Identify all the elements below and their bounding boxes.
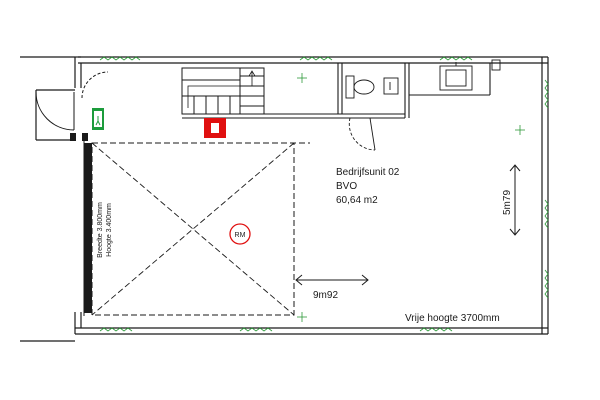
outer-walls xyxy=(20,56,549,342)
door-height-label: Hoogte 3.400mm xyxy=(106,203,113,257)
door-size-labels: Breedte 3.800mm Hoogte 3.400mm xyxy=(97,202,113,258)
clear-height-label: Vrije hoogte 3700mm xyxy=(405,313,500,324)
interior-walls xyxy=(182,63,491,119)
exit-sign-icon xyxy=(92,108,104,130)
staircase xyxy=(181,67,265,115)
insulation-marks xyxy=(99,56,549,332)
door-width-label: Breedte 3.800mm xyxy=(97,202,104,258)
unit-name: Bedrijfsunit 02 xyxy=(336,167,400,178)
depth-label: 5m79 xyxy=(502,190,513,215)
fire-hose-icon xyxy=(204,118,226,138)
depth-dimension-arrow xyxy=(509,164,521,236)
unit-area-type: BVO xyxy=(336,181,357,192)
roller-door-marker: RM xyxy=(229,223,251,245)
toilet-door xyxy=(348,117,376,151)
unit-area: 60,64 m2 xyxy=(336,195,378,206)
toilet-icon xyxy=(345,75,399,99)
sectional-door xyxy=(83,140,310,316)
sink-icon xyxy=(439,59,501,91)
entrance-details xyxy=(70,133,88,141)
marker-label: RM xyxy=(235,232,246,239)
entrance-door xyxy=(35,71,109,131)
width-label: 9m92 xyxy=(313,290,338,301)
width-dimension-arrow xyxy=(295,274,369,286)
